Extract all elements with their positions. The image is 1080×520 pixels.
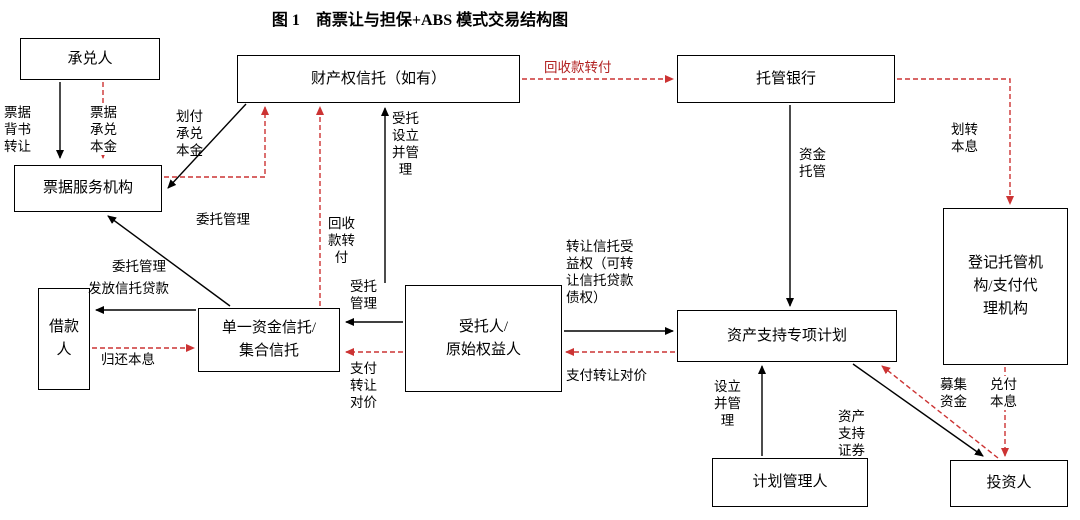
label-entrust-setup-manage: 受托 设立 并管 理	[392, 111, 419, 177]
arrow-entrust-manage-property-trust	[167, 103, 247, 189]
arrow-entrust-manage-single-trust	[107, 215, 231, 307]
node-custodian-bank: 托管银行	[677, 55, 895, 103]
node-investor: 投资人	[950, 460, 1068, 507]
node-acceptor: 承兑人	[20, 38, 160, 80]
node-borrower: 借款 人	[38, 288, 90, 390]
node-plan-manager: 计划管理人	[712, 458, 868, 507]
arrow-abs-securities	[852, 363, 984, 457]
label-issue-trust-loan: 发放信托贷款	[88, 281, 169, 296]
label-pay-consideration-right: 支付转让对价	[566, 368, 647, 383]
arrow-pay-acceptance-principal	[164, 106, 269, 178]
label-redeem-principal-interest: 兑付 本息	[989, 376, 1018, 410]
node-registrar-payment-agent: 登记托管机 构/支付代 理机构	[943, 208, 1068, 365]
arrow-transfer-principal-interest	[897, 78, 1014, 205]
label-entrust-manage-property: 委托管理	[196, 212, 250, 227]
label-recovery-transfer-mid: 回收 款转 付	[328, 216, 355, 265]
node-single-fund-trust: 单一资金信托/ 集合信托	[198, 308, 340, 372]
figure-title: 图 1 商票让与担保+ABS 模式交易结构图	[271, 12, 569, 29]
label-repay-principal-interest: 归还本息	[100, 351, 156, 368]
node-abs-special-plan: 资产支持专项计划	[677, 310, 897, 362]
label-raise-funds: 募集 资金	[939, 376, 968, 410]
node-property-rights-trust: 财产权信托（如有）	[237, 55, 520, 103]
node-bill-service-agency: 票据服务机构	[14, 165, 162, 212]
node-trustee-original-holder: 受托人/ 原始权益人	[405, 285, 562, 392]
label-entrust-manage-trust: 委托管理	[112, 259, 166, 274]
label-bill-endorsement-transfer: 票据 背书 转让	[4, 105, 31, 154]
label-transfer-principal-interest: 划转 本息	[951, 122, 978, 154]
label-pay-consideration-left: 支付 转让 对价	[350, 361, 377, 410]
arrow-raise-funds	[881, 365, 999, 459]
label-abs-securities: 资产 支持 证券	[838, 409, 865, 458]
label-recovery-transfer-top: 回收款转付	[544, 60, 612, 75]
label-entrusted-manage: 受托 管理	[350, 279, 377, 311]
label-transfer-beneficiary-rights: 转让信托受 益权（可转 让信托贷款 债权）	[566, 239, 634, 305]
label-setup-and-manage: 设立 并管 理	[714, 379, 741, 428]
label-acceptance-principal: 票据 承兑 本金	[89, 104, 118, 155]
label-pay-acceptance-principal: 划付 承兑 本金	[176, 109, 203, 158]
label-fund-custody: 资金 托管	[799, 147, 826, 179]
